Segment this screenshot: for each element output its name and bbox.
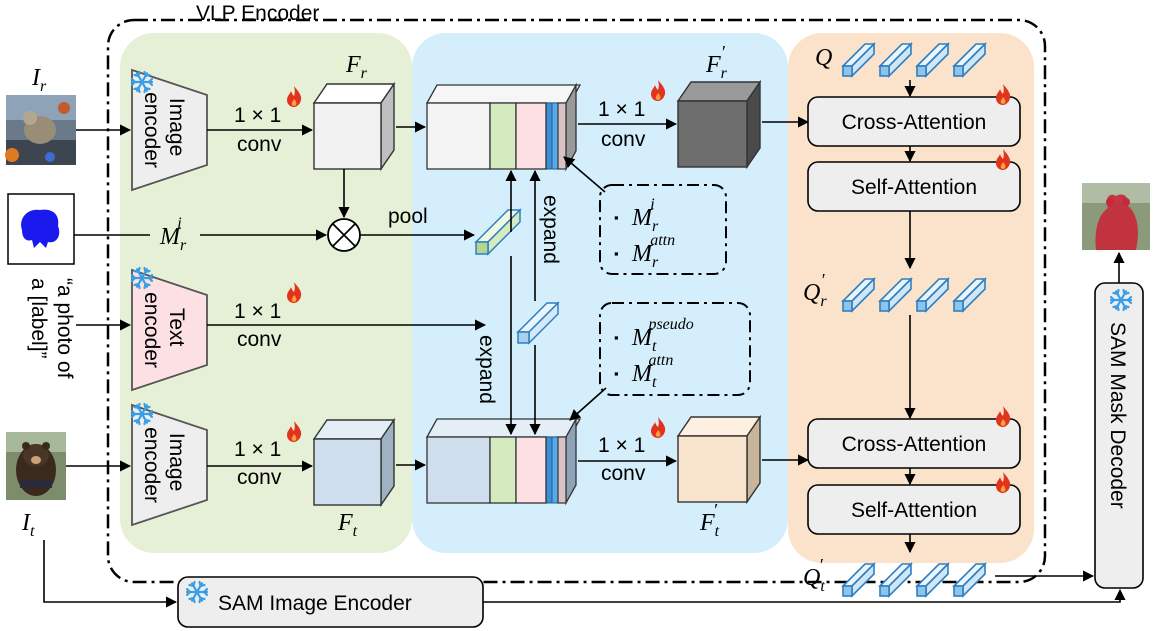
svg-text:▪: ▪ bbox=[614, 330, 619, 345]
svg-text:Image encoder: Image encoder bbox=[140, 92, 188, 168]
svg-text:1 × 1: 1 × 1 bbox=[234, 104, 281, 127]
image-encoder-target: Image encoder bbox=[131, 403, 208, 527]
query-ref-label: Qr′ bbox=[803, 270, 827, 310]
target-image-label: It bbox=[21, 510, 35, 540]
conv2-target-line1: 1 × 1 bbox=[598, 434, 645, 457]
feature-cube-fr bbox=[312, 81, 396, 172]
pool-label: pool bbox=[388, 205, 428, 228]
cross-attention-target bbox=[807, 418, 1021, 469]
svg-text:Text encoder: Text encoder bbox=[140, 292, 188, 368]
conv-target: 1 × 1 conv bbox=[234, 438, 282, 489]
cross-attention-ref bbox=[807, 96, 1021, 147]
svg-text:SAM Mask Decoder: SAM Mask Decoder bbox=[1106, 322, 1129, 509]
conv2-target-line2: conv bbox=[601, 462, 646, 485]
expand-label-bottom: expand bbox=[475, 335, 498, 404]
output-segmentation-image bbox=[1082, 183, 1150, 250]
svg-text:Mtpseudo: Mtpseudo bbox=[631, 316, 694, 355]
expand-label-top: expand bbox=[539, 195, 562, 264]
conv2-ref-line2: conv bbox=[601, 128, 646, 151]
self-attention-target bbox=[807, 484, 1021, 535]
arrow-sam-enc-to-dec bbox=[483, 588, 1126, 603]
legend-target-masks: ▪ Mtpseudo ▪ Mtattn bbox=[599, 302, 751, 396]
feature-cube-ft bbox=[312, 417, 396, 508]
query-tokens-target bbox=[842, 563, 986, 597]
query-target-label: Qt′ bbox=[803, 555, 825, 595]
conv-text: 1 × 1 conv bbox=[234, 300, 282, 351]
image-encoder-ref: Image encoder bbox=[131, 68, 208, 192]
self-attention-ref bbox=[807, 161, 1021, 212]
svg-text:conv: conv bbox=[237, 328, 282, 351]
svg-text:conv: conv bbox=[237, 133, 282, 156]
mask-label: Mri bbox=[159, 215, 187, 254]
svg-text:Image encoder: Image encoder bbox=[140, 427, 188, 503]
legend-ref-masks: ▪ Mri ▪ Mrattn bbox=[599, 184, 727, 275]
svg-text:Mrattn: Mrattn bbox=[631, 232, 675, 271]
arrow-target-to-sam bbox=[43, 540, 178, 608]
fr-prime-label: Fr′ bbox=[705, 42, 728, 82]
svg-text:▪: ▪ bbox=[614, 246, 619, 261]
text-encoder: Text encoder bbox=[131, 268, 208, 392]
svg-text:conv: conv bbox=[237, 466, 282, 489]
conv-ref: 1 × 1 conv bbox=[234, 104, 282, 156]
query-label: Q bbox=[815, 45, 832, 71]
ft-prime-label: Ft′ bbox=[699, 500, 720, 540]
ref-image-label: Ir bbox=[31, 65, 47, 95]
target-image bbox=[6, 432, 66, 500]
svg-text:Mri: Mri bbox=[631, 196, 659, 235]
svg-text:SAM Image Encoder: SAM Image Encoder bbox=[218, 592, 412, 615]
svg-text:Cross-Attention: Cross-Attention bbox=[842, 433, 987, 456]
fr-label: Fr bbox=[345, 52, 368, 82]
pooled-prototype-vector bbox=[474, 208, 522, 256]
ft-label: Ft bbox=[337, 510, 358, 540]
svg-text:1 × 1: 1 × 1 bbox=[234, 438, 281, 461]
text-prompt: “a photo of a [label]” bbox=[27, 278, 76, 384]
concat-stack-ref bbox=[425, 82, 582, 172]
conv2-ref-line1: 1 × 1 bbox=[598, 98, 645, 121]
vlp-encoder-frame bbox=[106, 18, 1047, 584]
text-embedding-vector bbox=[516, 301, 560, 345]
svg-text:Cross-Attention: Cross-Attention bbox=[842, 111, 987, 134]
svg-text:▪: ▪ bbox=[614, 366, 619, 381]
svg-text:Mtattn: Mtattn bbox=[631, 352, 673, 391]
ref-mask bbox=[7, 193, 75, 265]
feature-cube-ft-prime bbox=[676, 414, 762, 505]
concat-stack-target bbox=[425, 416, 582, 506]
svg-text:1 × 1: 1 × 1 bbox=[234, 300, 281, 323]
multiply-operator bbox=[327, 218, 361, 252]
svg-text:Self-Attention: Self-Attention bbox=[851, 176, 977, 199]
ref-image bbox=[5, 95, 76, 165]
svg-text:Self-Attention: Self-Attention bbox=[851, 499, 977, 522]
feature-cube-fr-prime bbox=[676, 79, 762, 170]
svg-text:▪: ▪ bbox=[614, 210, 619, 225]
vlp-encoder-title: VLP Encoder bbox=[196, 2, 319, 25]
